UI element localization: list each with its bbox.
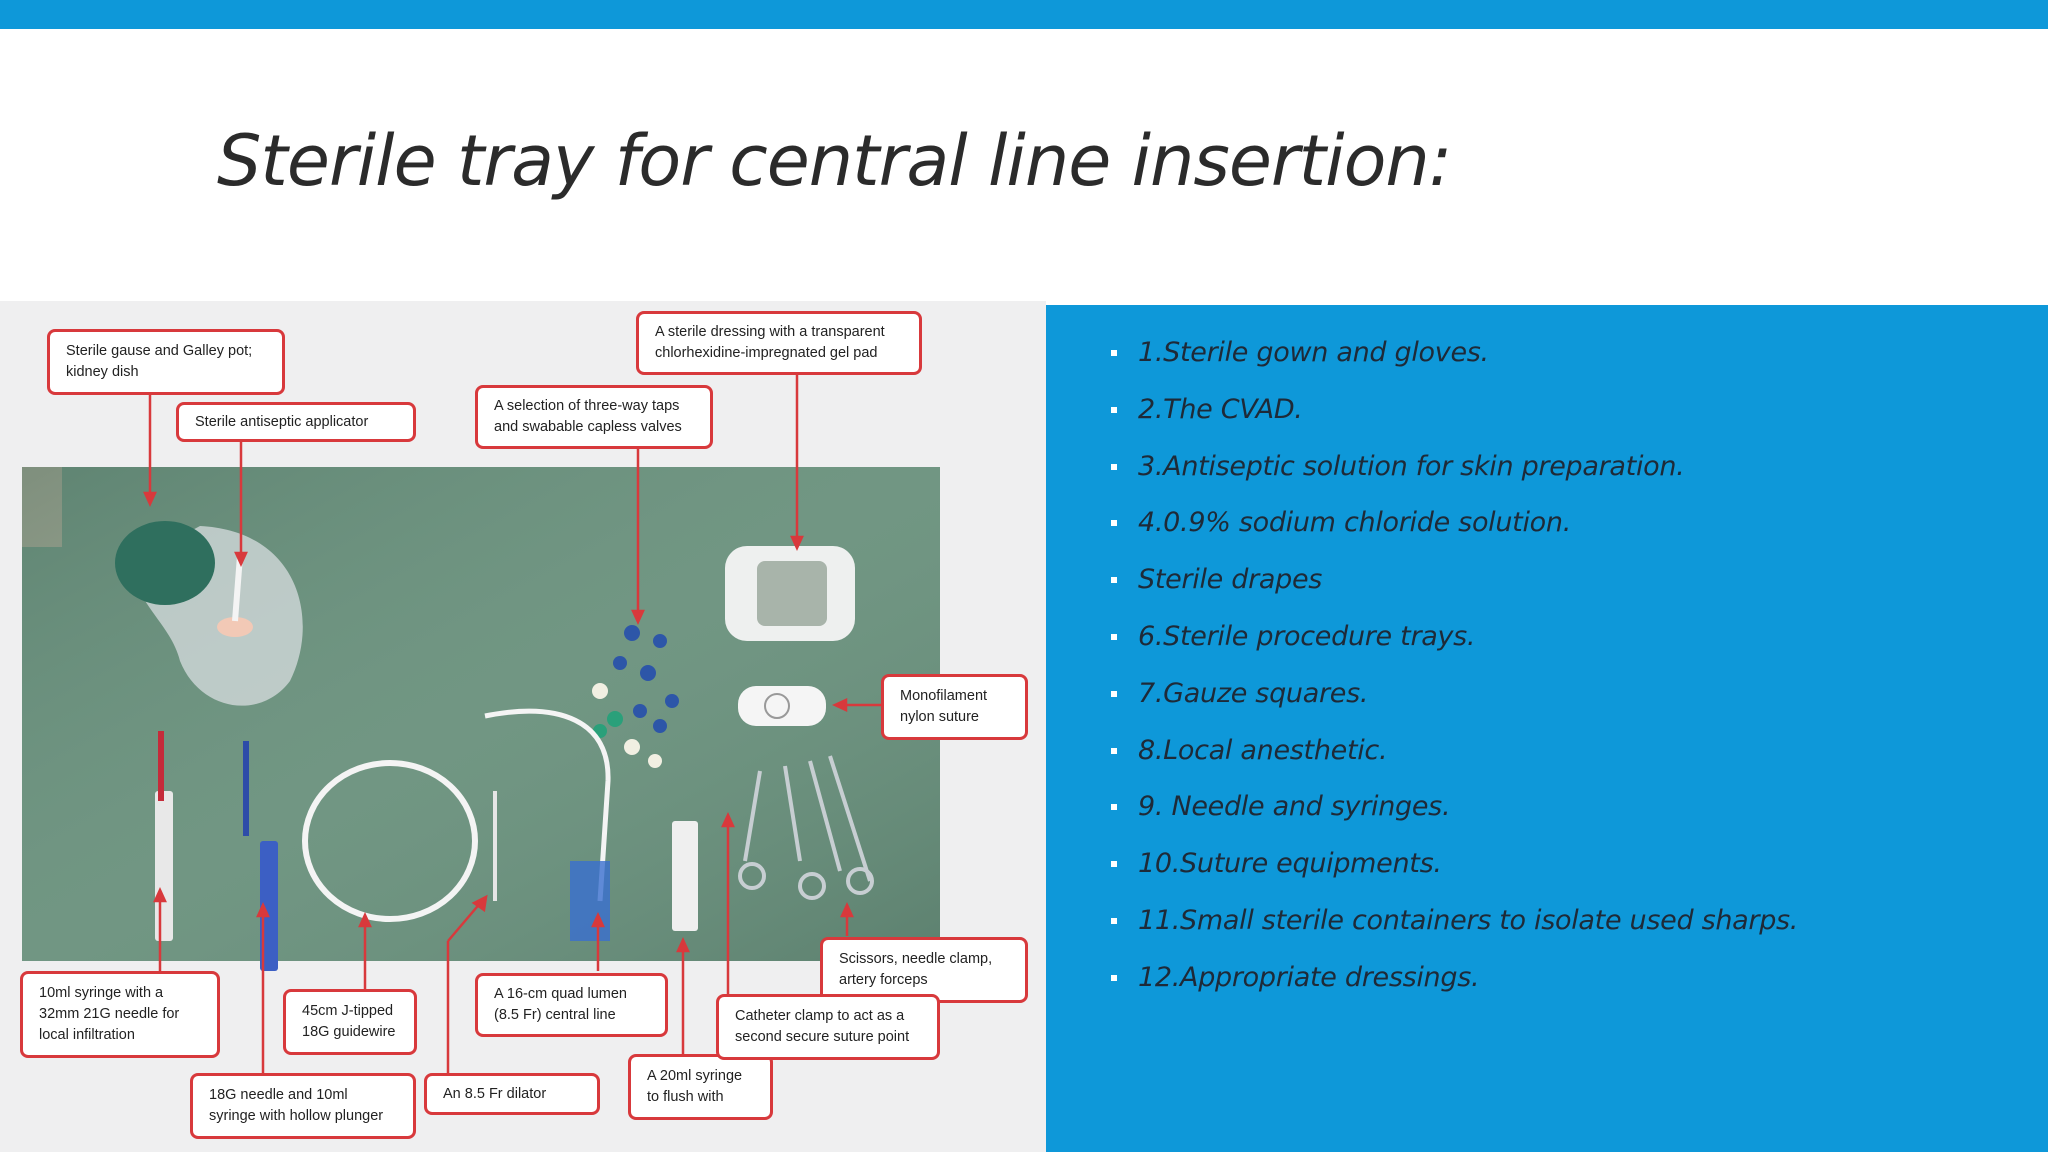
callout-taps: A selection of three-way taps and swabab… xyxy=(475,385,713,449)
bullet-icon xyxy=(1111,463,1117,470)
callout-quad: A 16-cm quad lumen (8.5 Fr) central line xyxy=(475,973,668,1037)
list-item: Sterile drapes xyxy=(1066,562,1798,619)
callout-clamp: Catheter clamp to act as a second secure… xyxy=(716,994,940,1060)
applicator-handle xyxy=(232,555,243,622)
bullet-icon xyxy=(1111,974,1117,981)
list-item: 6.Sterile procedure trays. xyxy=(1066,619,1798,676)
instruments-icon xyxy=(738,755,874,900)
syringe-10ml-icon xyxy=(155,791,173,941)
callout-scissors: Scissors, needle clamp, artery forceps xyxy=(820,937,1028,1003)
bullet-icon xyxy=(1111,804,1117,811)
bullet-icon xyxy=(1111,690,1117,697)
callout-syringe20: A 20ml syringe to flush with xyxy=(628,1054,773,1120)
list-item: 12.Appropriate dressings. xyxy=(1066,960,1798,1017)
lumen-hubs xyxy=(570,861,610,941)
bullet-icon xyxy=(1111,917,1117,924)
central-line-icon xyxy=(484,708,611,902)
list-item: 3.Antiseptic solution for skin preparati… xyxy=(1066,449,1798,506)
list-item: 9. Needle and syringes. xyxy=(1066,789,1798,846)
needle-18g xyxy=(243,741,249,836)
syringe-20ml-icon xyxy=(672,821,698,931)
list-item: 7.Gauze squares. xyxy=(1066,676,1798,733)
slide-title: Sterile tray for central line insertion: xyxy=(217,120,1452,202)
guidewire-loop-icon xyxy=(302,760,478,922)
syringe-hollow-plunger-icon xyxy=(260,841,278,971)
gel-pad xyxy=(757,561,827,626)
callout-dressing: A sterile dressing with a transparent ch… xyxy=(636,311,922,375)
callout-guidewire: 45cm J-tipped 18G guidewire xyxy=(283,989,417,1055)
bullet-icon xyxy=(1111,406,1117,413)
equipment-list: 1.Sterile gown and gloves. 2.The CVAD. 3… xyxy=(1066,335,1798,1017)
bullet-icon xyxy=(1111,747,1117,754)
callout-dilator: An 8.5 Fr dilator xyxy=(424,1073,600,1115)
bullet-icon xyxy=(1111,577,1117,584)
list-item: 1.Sterile gown and gloves. xyxy=(1066,335,1798,392)
list-item: 10.Suture equipments. xyxy=(1066,846,1798,903)
list-item: 11.Small sterile containers to isolate u… xyxy=(1066,903,1798,960)
annotated-tray-figure: Sterile gause and Galley pot; kidney dis… xyxy=(0,301,1046,1152)
equipment-list-panel: 1.Sterile gown and gloves. 2.The CVAD. 3… xyxy=(1046,305,2048,1152)
bullet-icon xyxy=(1111,633,1117,640)
list-item: 8.Local anesthetic. xyxy=(1066,733,1798,790)
callout-arrows xyxy=(143,375,882,1074)
callout-suture: Monofilament nylon suture xyxy=(881,674,1028,740)
list-item: 4.0.9% sodium chloride solution. xyxy=(1066,505,1798,562)
bullet-icon xyxy=(1111,350,1117,356)
needle-21g xyxy=(158,731,164,801)
suture-coil xyxy=(764,693,790,719)
callout-syringe10: 10ml syringe with a 32mm 21G needle for … xyxy=(20,971,220,1058)
gauze-icon xyxy=(115,521,215,605)
bullet-icon xyxy=(1111,861,1117,868)
callout-applicator: Sterile antiseptic applicator xyxy=(176,402,416,442)
top-accent-bar xyxy=(0,0,2048,29)
bullet-icon xyxy=(1111,520,1117,527)
callout-gause: Sterile gause and Galley pot; kidney dis… xyxy=(47,329,285,395)
applicator-sponge xyxy=(217,617,253,637)
list-item: 2.The CVAD. xyxy=(1066,392,1798,449)
taps-group xyxy=(592,625,679,768)
suture-pack-icon xyxy=(738,686,826,726)
tray-photo xyxy=(22,375,940,1074)
callout-needle18: 18G needle and 10ml syringe with hollow … xyxy=(190,1073,416,1139)
